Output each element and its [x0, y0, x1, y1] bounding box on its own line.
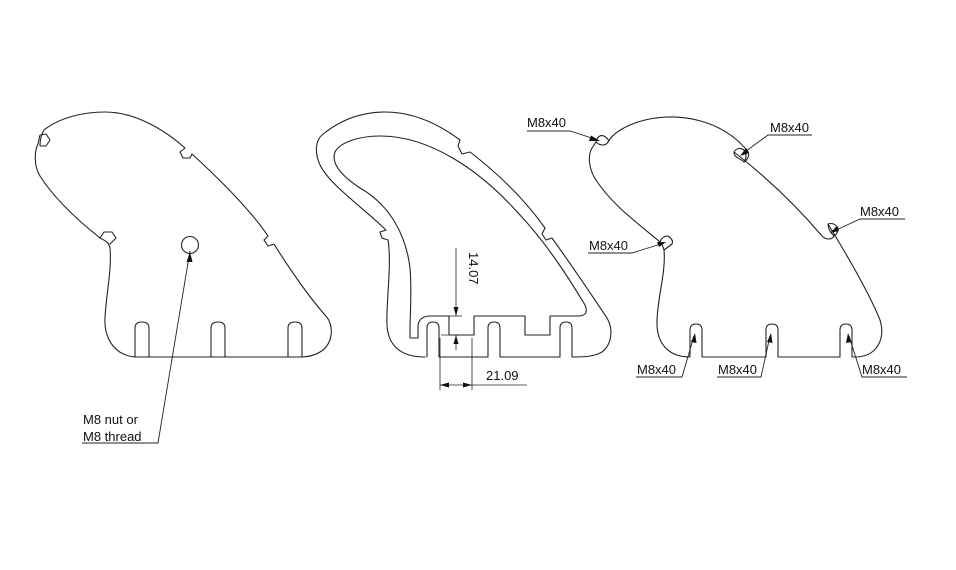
dim-width-label: 21.09 — [486, 368, 519, 383]
nut-label-line2: M8 thread — [83, 429, 142, 444]
dimension-height — [441, 248, 462, 350]
bolt-leaders — [527, 130, 907, 378]
fin-middle-frame — [315, 111, 612, 358]
nut-label-line1: M8 nut or — [83, 412, 139, 427]
bolt-label-left: M8x40 — [589, 238, 628, 253]
bolt-label-bottom-3: M8x40 — [862, 362, 901, 377]
bolt-label-top-right: M8x40 — [770, 120, 809, 135]
bolt-label-bottom-1: M8x40 — [637, 362, 676, 377]
bolt-label-right: M8x40 — [860, 204, 899, 219]
nut-leader — [82, 250, 193, 444]
bolt-label-bottom-2: M8x40 — [718, 362, 757, 377]
dim-height-label: 14.07 — [466, 252, 481, 285]
bolt-label-top-left: M8x40 — [527, 115, 566, 130]
fin-right-plate — [588, 116, 883, 358]
dimension-width — [439, 338, 527, 390]
fin-left-plate — [34, 111, 332, 358]
nut-hole — [180, 235, 200, 255]
